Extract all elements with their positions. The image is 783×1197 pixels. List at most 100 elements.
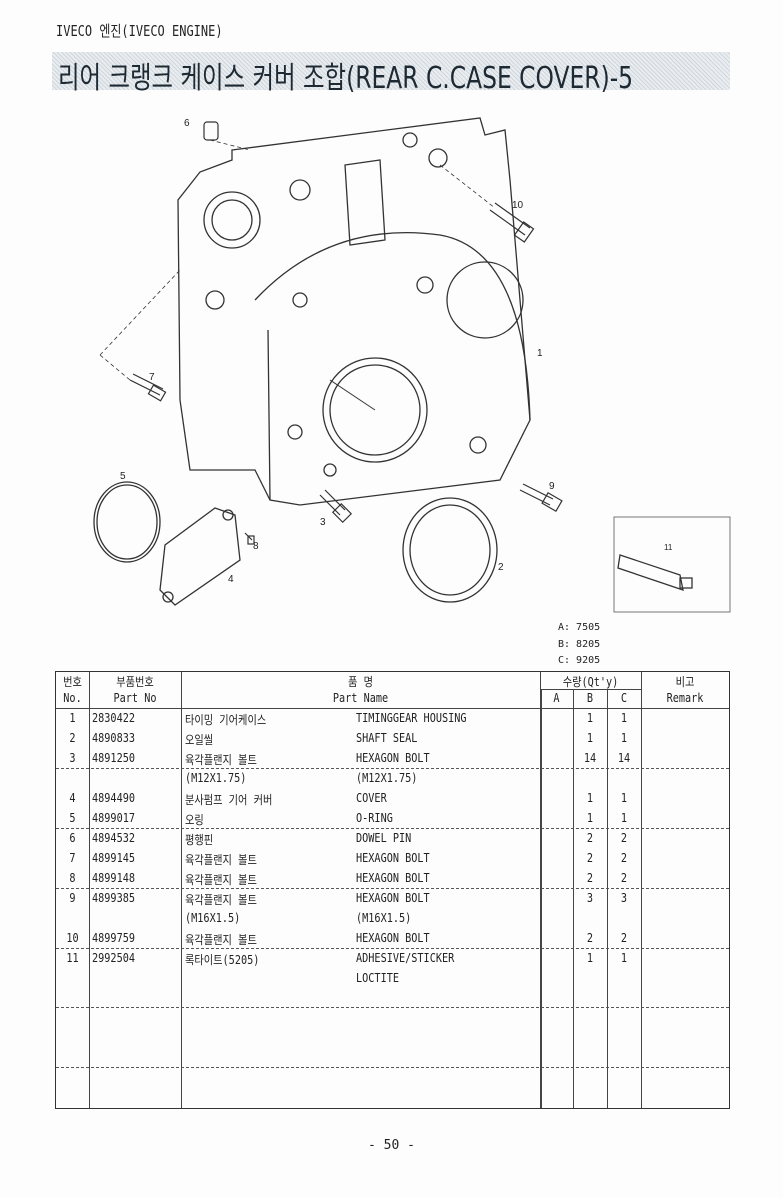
cell-no: 11 [66,951,79,965]
cell-name-en: LOCTITE [356,971,399,985]
cell-name-kr: 오링 [185,813,204,827]
cell-c: 2 [620,931,628,945]
cell-part-no: 4899145 [92,851,135,865]
o-ring-5 [93,481,161,563]
cell-c: 1 [620,791,628,805]
cell-name-en: O-RING [356,811,393,825]
header-qty: 수량(Qt'y) [562,675,619,689]
cell-c: 1 [620,951,628,965]
cell-no: 3 [69,751,76,765]
cell-b: 2 [586,851,594,865]
leader-lines [99,139,496,381]
header-remark-en: Remark [666,691,704,705]
cell-c: 2 [620,851,628,865]
cell-no: 5 [69,811,76,825]
cell-part-no: 4899385 [92,891,135,905]
cell-b: 1 [586,951,594,965]
exploded-parts-diagram: 1 2 3 4 5 6 7 8 9 10 11 [93,117,731,613]
cell-no: 4 [69,791,76,805]
callout-4: 4 [228,574,234,585]
legend-b: B: 8205 [558,639,601,650]
callout-1: 1 [537,348,543,359]
header-name-en: Part Name [332,691,389,705]
cell-c: 14 [617,751,631,765]
header-name-kr: 품 명 [348,675,373,689]
cell-name-en: HEXAGON BOLT [356,871,430,885]
header-partno-kr: 부품번호 [116,675,154,689]
cell-name-en: SHAFT SEAL [356,731,418,745]
cell-part-no: 4899148 [92,871,135,885]
cell-b: 1 [586,811,594,825]
cell-name-en: HEXAGON BOLT [356,931,430,945]
cell-name-kr: (M16X1.5) [185,911,241,925]
header-no-kr: 번호 [63,675,82,689]
cell-b: 2 [586,831,594,845]
callout-11: 11 [664,543,673,552]
cell-b: 14 [583,751,597,765]
legend-c: C: 9205 [558,655,601,666]
cell-b: 2 [586,871,594,885]
cell-no: 6 [69,831,76,845]
cell-part-no: 4894532 [92,831,135,845]
cell-b: 1 [586,731,594,745]
cell-c: 2 [620,831,628,845]
cell-c: 1 [620,731,628,745]
cell-name-kr: 육각플랜지 볼트 [185,753,257,767]
parts-table: 번호 No. 부품번호 Part No 품 명 Part Name 수량(Qt'… [55,671,730,1109]
cell-name-en: DOWEL PIN [356,831,412,845]
cell-name-kr: 육각플랜지 볼트 [185,893,257,907]
cell-name-kr: 평행핀 [185,833,214,847]
page-title: 리어 크랭크 케이스 커버 조합(REAR C.CASE COVER)-5 [58,61,634,96]
cell-part-no: 4899759 [92,931,135,945]
cell-c: 1 [620,811,628,825]
loctite-tube [617,554,693,591]
cell-no: 1 [69,711,76,725]
cell-part-no: 4899017 [92,811,135,825]
header-qty-b: B [586,691,594,705]
page-number: - 50 - [368,1138,415,1153]
callout-3: 3 [320,517,326,528]
shaft-seal-2 [402,497,498,603]
cell-c: 1 [620,711,628,725]
cell-name-kr: (M12X1.75) [185,771,247,785]
callout-2: 2 [498,562,504,573]
cell-name-kr: 분사펌프 기어 커버 [185,793,273,807]
cell-no: 8 [69,871,76,885]
cell-name-en: HEXAGON BOLT [356,751,430,765]
cell-no: 2 [69,731,76,745]
cell-b: 3 [586,891,594,905]
cell-part-no: 2992504 [92,951,135,965]
callout-7: 7 [149,372,155,383]
cell-name-en: TIMINGGEAR HOUSING [356,711,467,725]
cell-no: 7 [69,851,76,865]
callout-8: 8 [253,541,259,552]
header-no-en: No. [63,691,82,705]
cell-b: 1 [586,791,594,805]
cell-name-kr: 육각플랜지 볼트 [185,853,257,867]
cover-4 [159,507,241,606]
cell-name-kr: 타이밍 기어케이스 [185,713,267,727]
header-qty-c: C [620,691,628,705]
cell-no: 10 [66,931,79,945]
header-qty-a: A [553,691,560,705]
cell-part-no: 4894490 [92,791,135,805]
cell-no: 9 [69,891,76,905]
cell-part-no: 2830422 [92,711,135,725]
callout-9: 9 [549,481,555,492]
cell-name-en: HEXAGON BOLT [356,851,430,865]
loctite-inset-box [613,516,731,613]
cell-b: 1 [586,711,594,725]
row-separator [56,948,729,949]
cell-part-no: 4890833 [92,731,135,745]
cell-name-en: (M16X1.5) [356,911,412,925]
cell-c: 3 [620,891,628,905]
header-partno-en: Part No [113,691,157,705]
cell-name-en: HEXAGON BOLT [356,891,430,905]
section-header: IVECO 엔진(IVECO ENGINE) [56,22,223,40]
cell-name-kr: 육각플랜지 볼트 [185,873,257,887]
cell-c: 2 [620,871,628,885]
cell-b: 2 [586,931,594,945]
cell-name-kr: 록타이트(5205) [185,953,260,967]
cell-name-en: ADHESIVE/STICKER [356,951,455,965]
cell-name-en: (M12X1.75) [356,771,418,785]
